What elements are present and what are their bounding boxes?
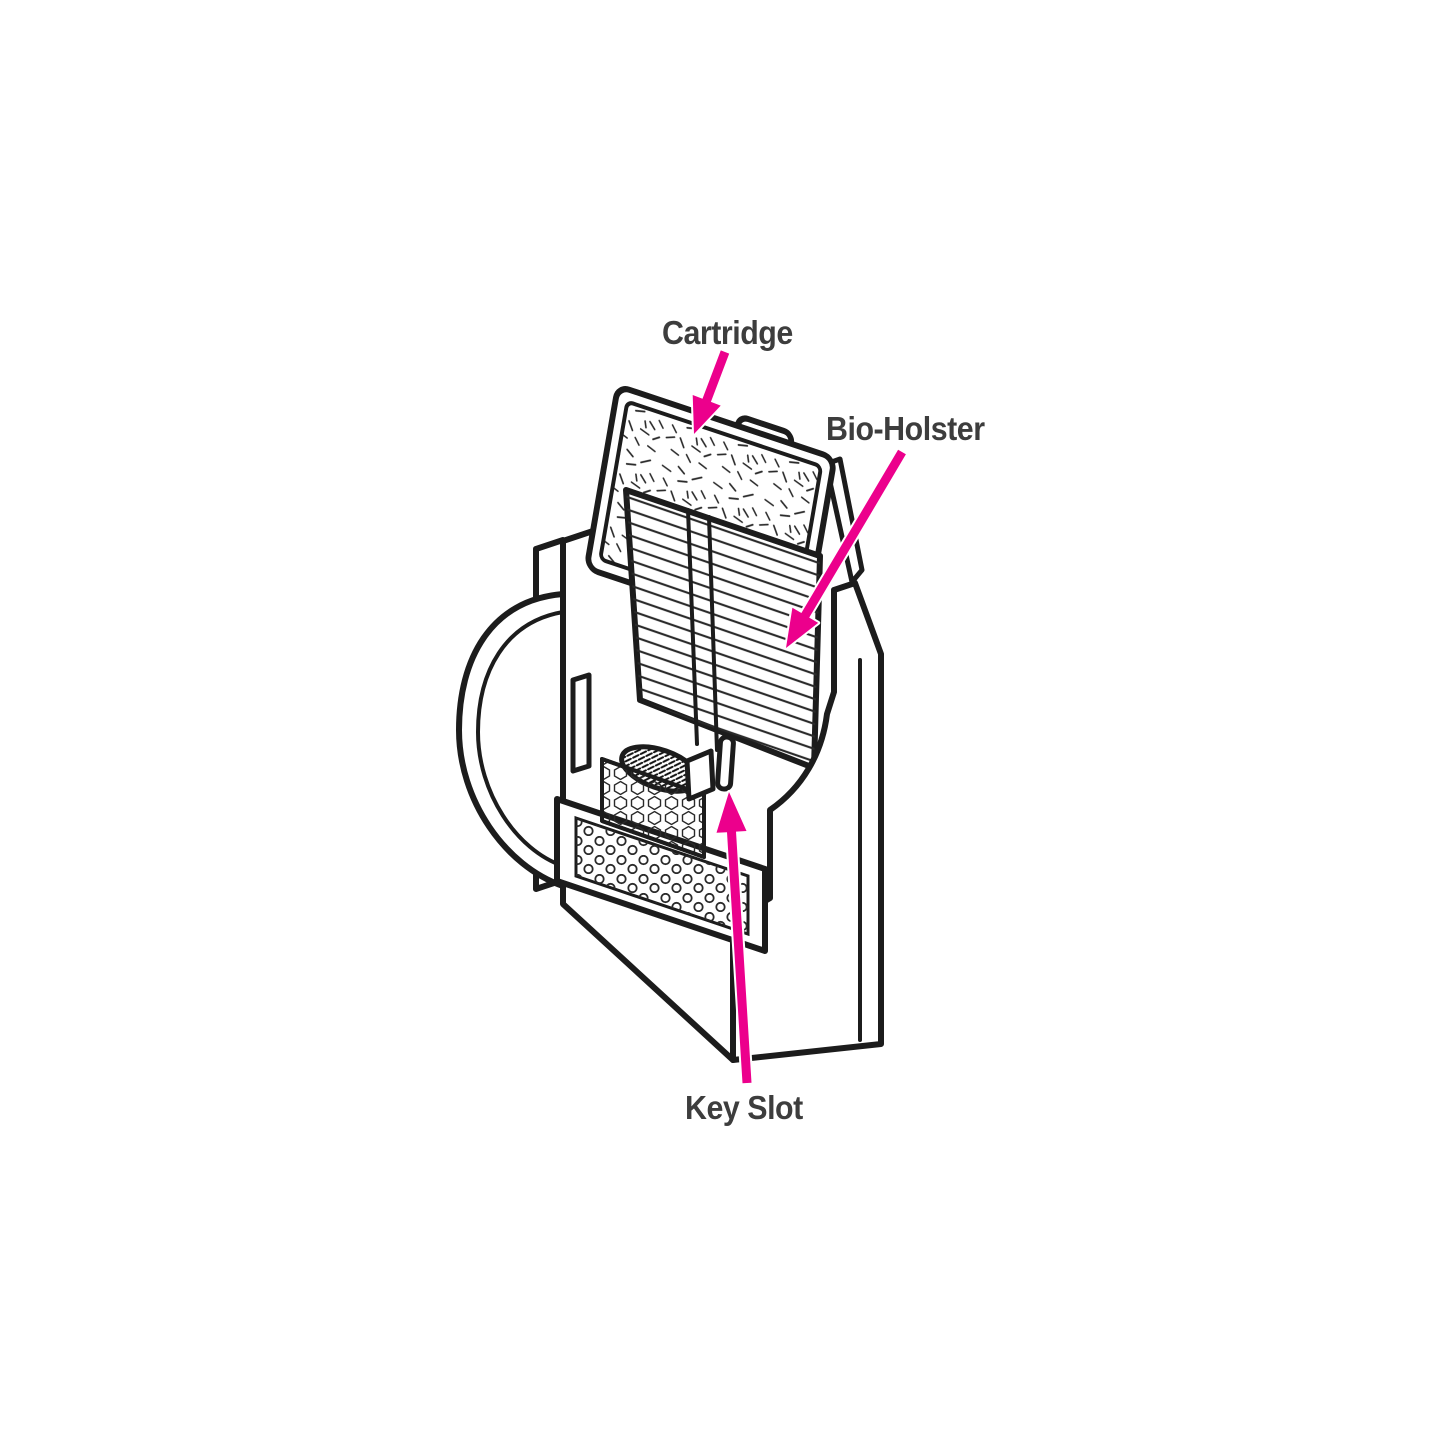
housing-left-pocket [456,591,592,889]
hole-grate-pattern [576,818,748,934]
right-wall-outline [730,580,884,1063]
key-slot [715,734,736,792]
hex-grate-pattern [602,759,704,857]
pocket-inner-curve [476,610,565,868]
cartridge-arrow [690,348,732,436]
bio-holster-arrow [784,447,908,650]
pocket-outline [456,591,566,889]
grate-tray [554,757,768,954]
key-slot-arrow [714,790,754,1086]
bio-holster-ribs [626,490,820,768]
bio-holster-divider [686,508,719,752]
hex-grate-frame [600,757,706,859]
label-cartridge: Cartridge [662,314,793,351]
pocket-handle-slot [570,672,592,774]
bio-holster-body [623,487,823,771]
callout-arrows [690,348,908,1086]
key-slot-wedge [684,748,716,802]
label-key-slot: Key Slot [685,1089,803,1126]
housing-right-wall [730,580,884,1063]
key-slot-assembly [684,734,736,802]
label-bio-holster: Bio-Holster [826,410,985,447]
